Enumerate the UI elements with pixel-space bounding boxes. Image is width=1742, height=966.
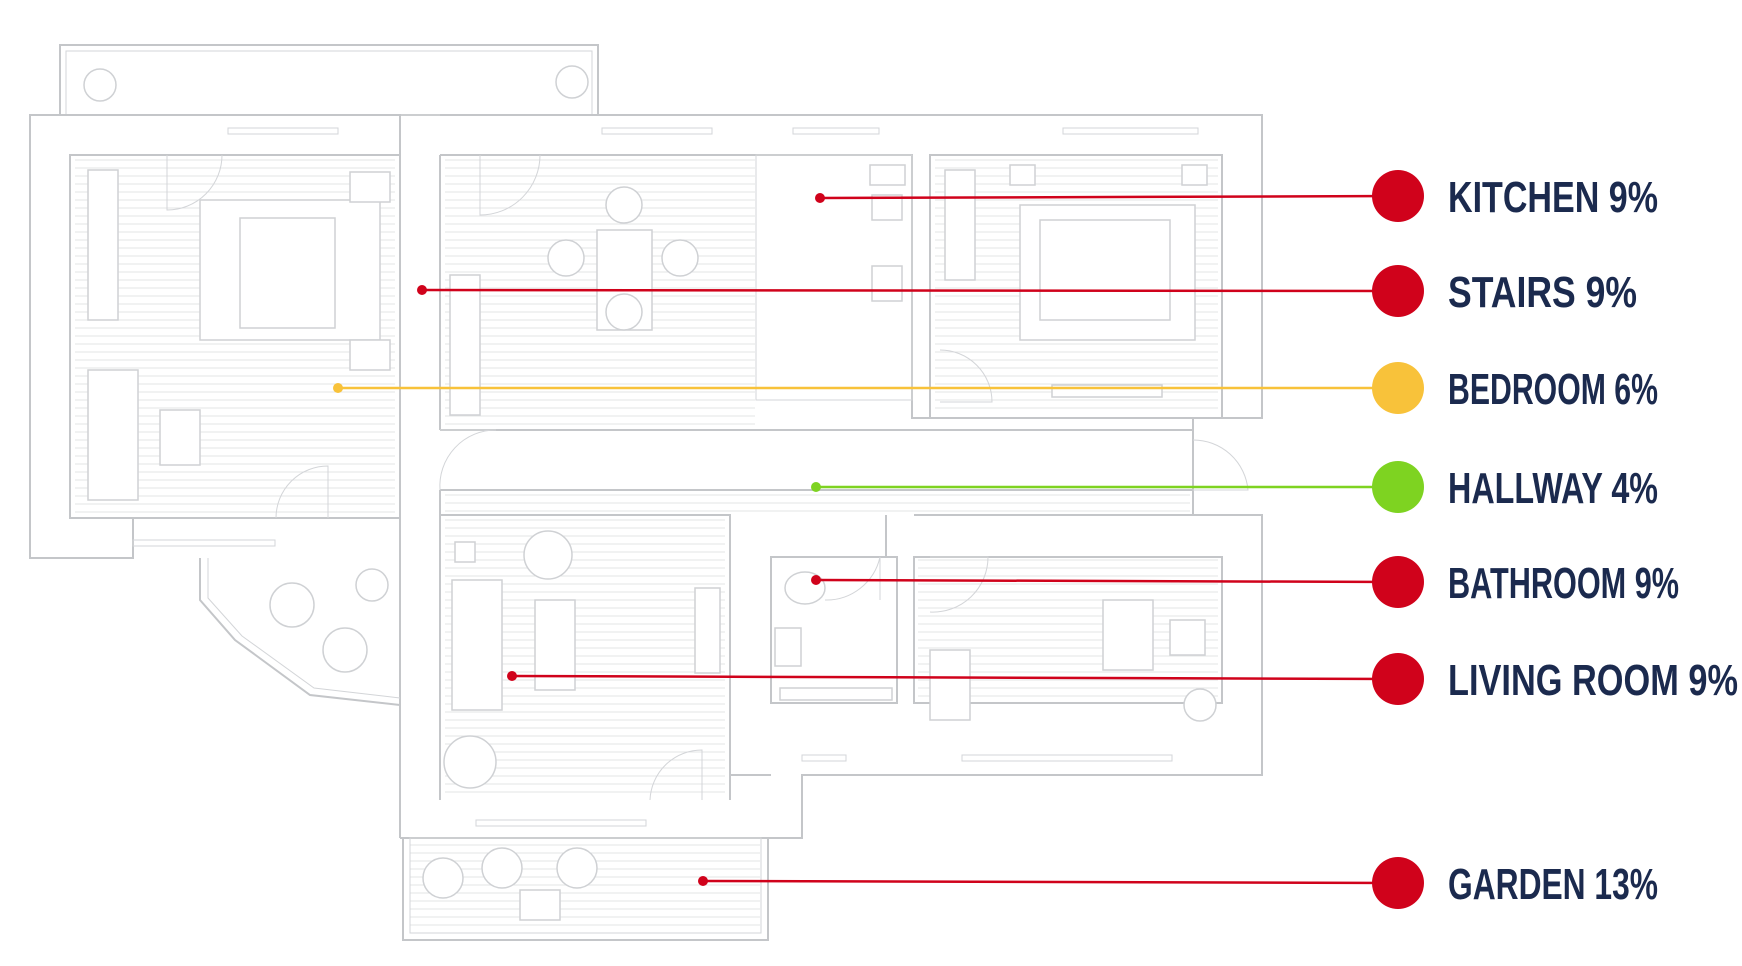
label-dot: [1372, 362, 1424, 414]
room-marker-dot: [698, 876, 708, 886]
room-label: HALLWAY 4%: [1448, 464, 1658, 513]
label-dot: [1372, 556, 1424, 608]
label-dot: [1372, 265, 1424, 317]
leader-lines: [333, 170, 1424, 909]
label-dot: [1372, 857, 1424, 909]
windows: [132, 127, 1199, 827]
label-dot: [1372, 170, 1424, 222]
room-label: GARDEN 13%: [1448, 860, 1658, 909]
room-label: KITCHEN 9%: [1448, 173, 1658, 222]
room-marker-dot: [811, 575, 821, 585]
leader-line: [815, 578, 1399, 584]
leader-line: [511, 674, 1399, 681]
leader-line: [819, 194, 1399, 200]
room-marker-dot: [815, 193, 825, 203]
room-label: STAIRS 9%: [1448, 268, 1637, 317]
floor-plan: [29, 44, 1263, 941]
room-label: BATHROOM 9%: [1448, 559, 1679, 608]
room-label: BEDROOM 6%: [1448, 365, 1658, 414]
furniture: [83, 65, 1217, 921]
room-label: LIVING ROOM 9%: [1448, 656, 1738, 705]
room-marker-dot: [333, 383, 343, 393]
top-balcony: [59, 44, 599, 116]
room-marker-dot: [811, 482, 821, 492]
label-dot: [1372, 461, 1424, 513]
label-dot: [1372, 653, 1424, 705]
leader-line: [702, 879, 1399, 885]
room-marker-dot: [507, 671, 517, 681]
room-labels: KITCHEN 9% STAIRS 9% BEDROOM 6% HALLWAY 4% B…: [1448, 173, 1738, 909]
leader-line: [421, 288, 1399, 293]
room-marker-dot: [417, 285, 427, 295]
door-swings: [166, 154, 1249, 801]
